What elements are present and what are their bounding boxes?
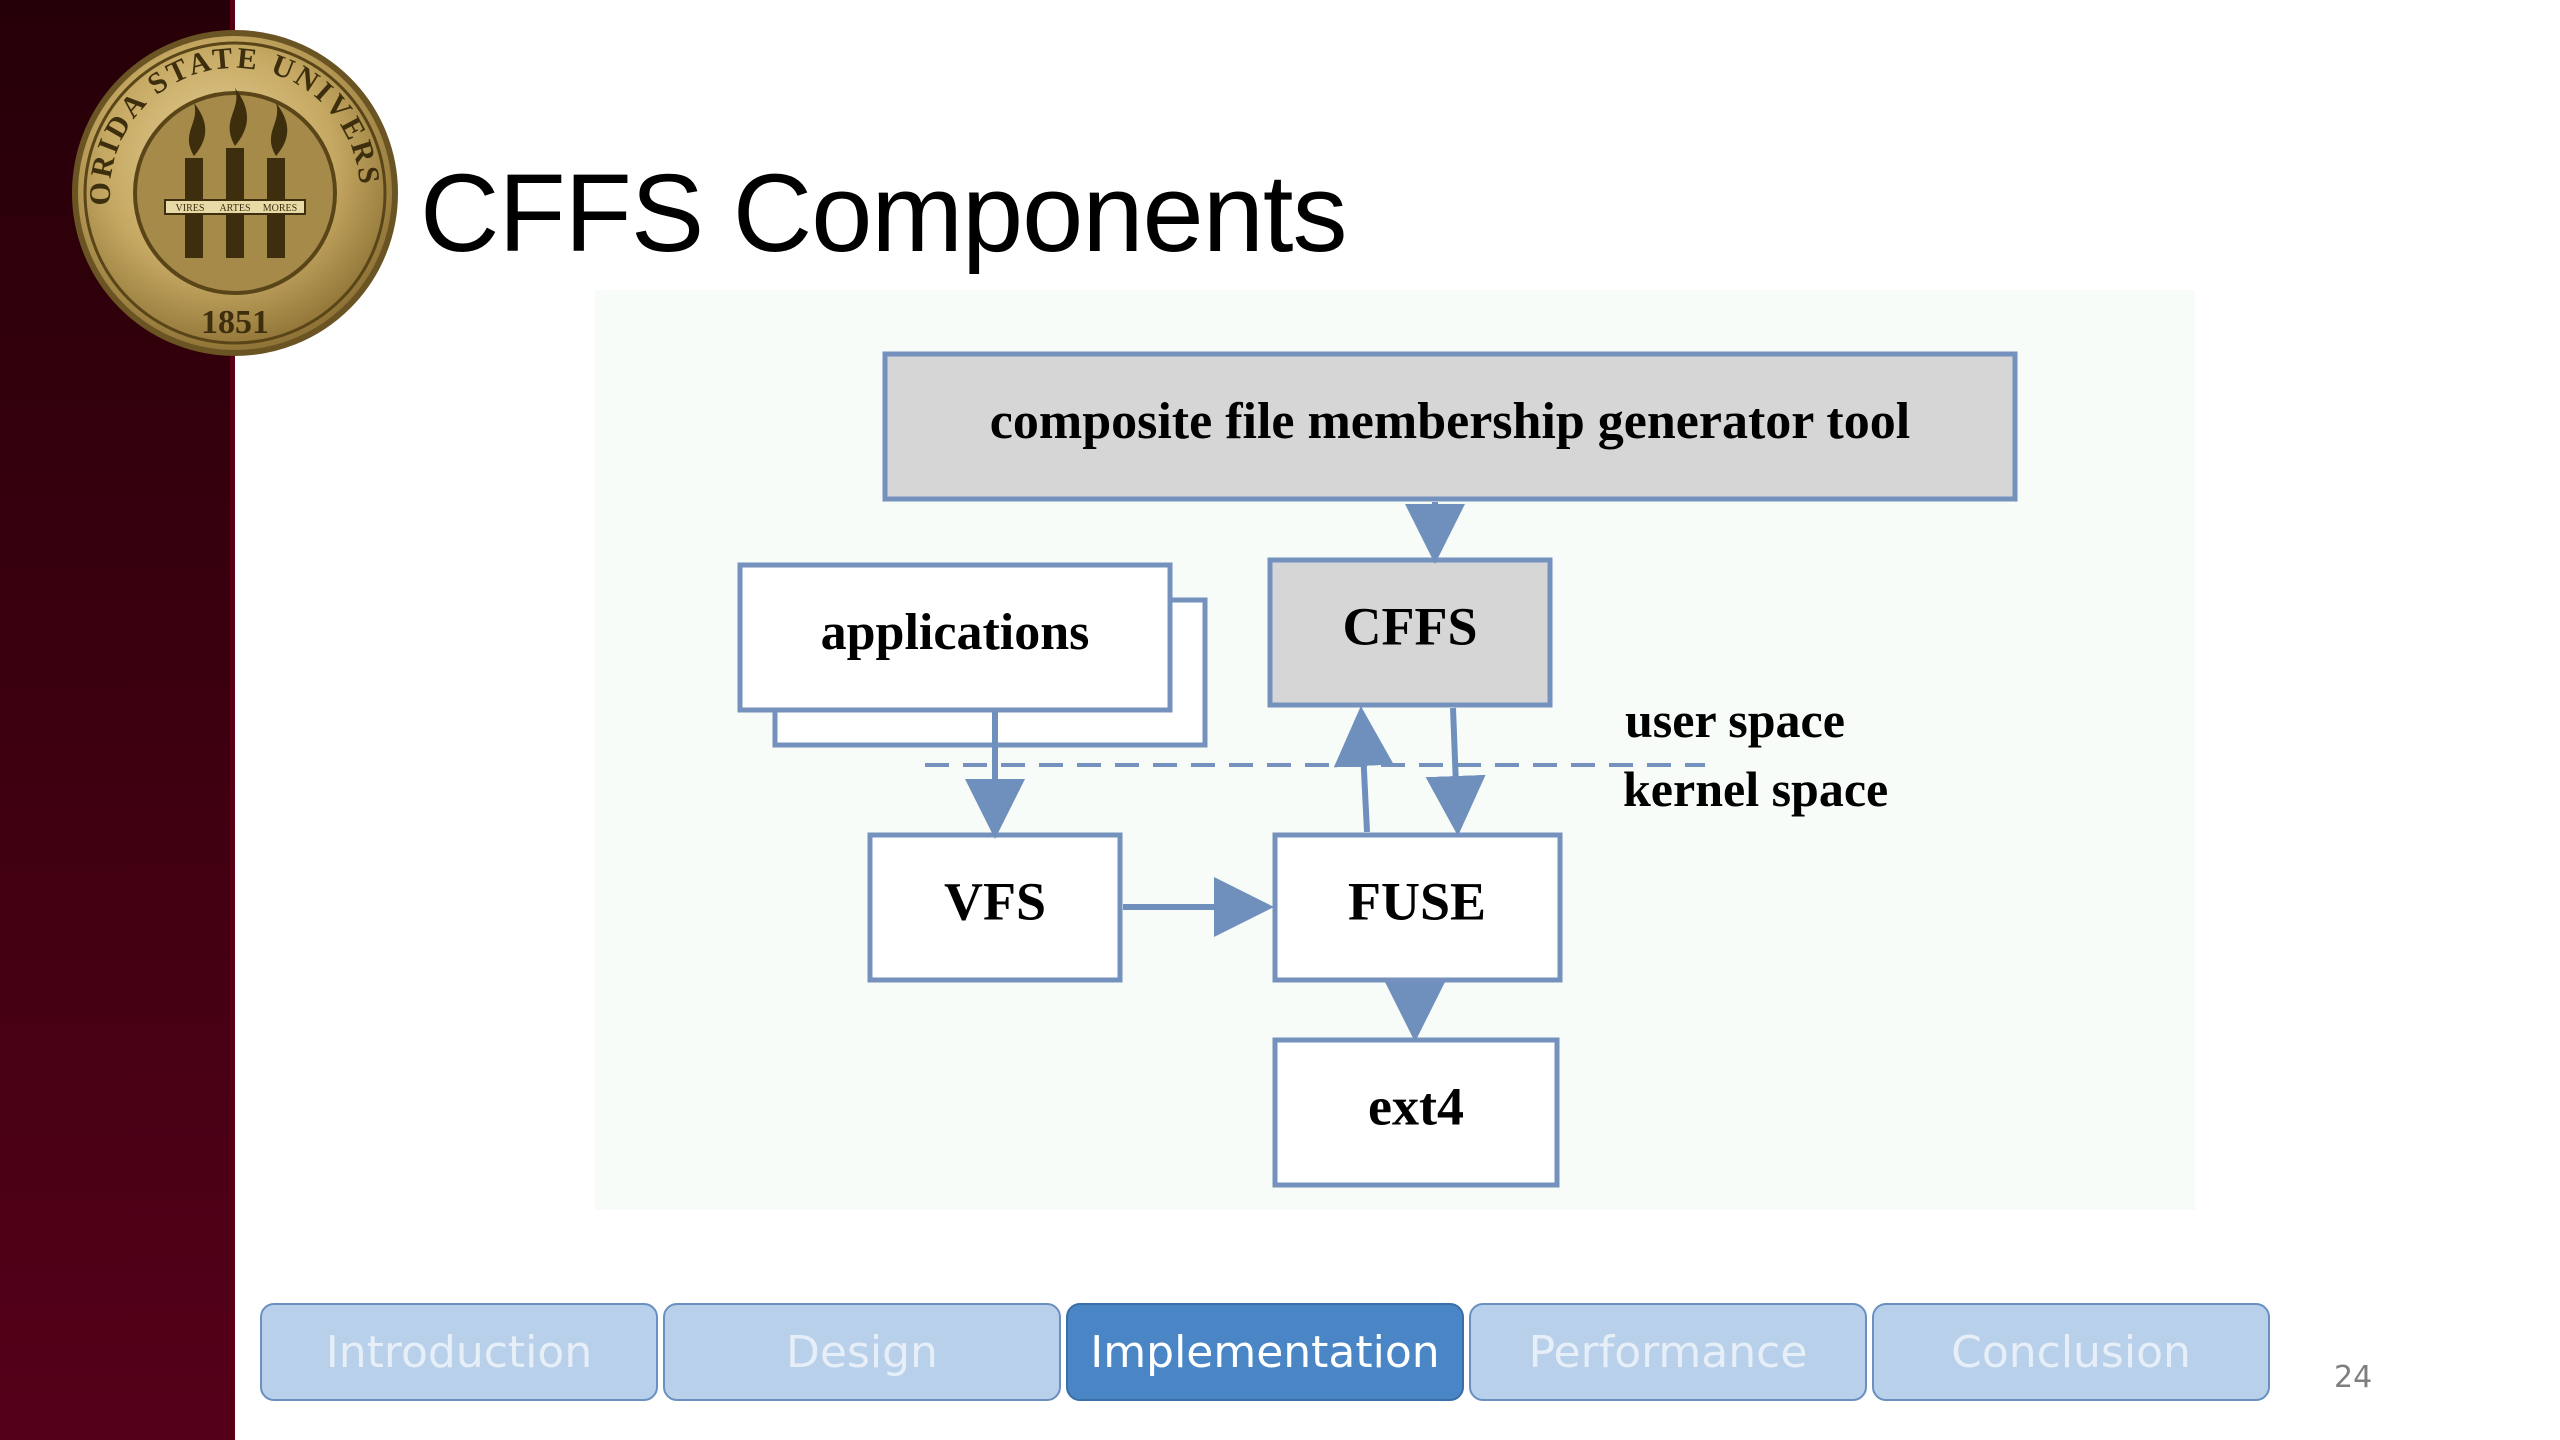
seal-motto-1: VIRES: [176, 203, 205, 214]
arrow-cffs-to-fuse: [1425, 707, 1486, 836]
seal-year: 1851: [201, 304, 269, 341]
applications-box: [737, 562, 1173, 713]
page-number: 24: [2334, 1360, 2373, 1395]
ext4-label: ext4: [1368, 1076, 1464, 1136]
nav-tab-performance[interactable]: Performance: [1469, 1303, 1867, 1401]
generator-tool-label: composite file membership generator tool: [990, 393, 1910, 450]
sidebar-edge: [230, 0, 235, 1440]
nav-tab-design[interactable]: Design: [663, 1303, 1061, 1401]
cffs-box: [1267, 557, 1553, 708]
vfs-box: [867, 832, 1123, 983]
fuse-label: FUSE: [1348, 871, 1486, 931]
seal-motto-3: MORES: [263, 203, 297, 214]
nav-tab-introduction[interactable]: Introduction: [260, 1303, 658, 1401]
ext4-box: [1272, 1037, 1560, 1188]
generator-tool-box: [882, 351, 2018, 502]
nav-tab-conclusion[interactable]: Conclusion: [1872, 1303, 2270, 1401]
arrow-fuse-to-cffs: [1333, 706, 1394, 833]
slide-title: CFFS Components: [420, 152, 1347, 275]
fuse-box: [1272, 832, 1563, 983]
nav-tab-implementation[interactable]: Implementation: [1066, 1303, 1464, 1401]
user-space-label: user space: [1625, 692, 1845, 748]
kernel-space-label: kernel space: [1623, 761, 1888, 817]
architecture-diagram: composite file membership generator tool…: [595, 290, 2195, 1210]
cffs-label: CFFS: [1343, 596, 1478, 656]
section-nav: Introduction Design Implementation Perfo…: [260, 1303, 2270, 1401]
vfs-label: VFS: [944, 871, 1046, 931]
seal-motto-2: ARTES: [219, 203, 250, 214]
applications-label: applications: [821, 604, 1090, 661]
university-seal-logo: FLORIDA STATE UNIVERSITY 1851 VIRES ARTE…: [70, 28, 398, 356]
